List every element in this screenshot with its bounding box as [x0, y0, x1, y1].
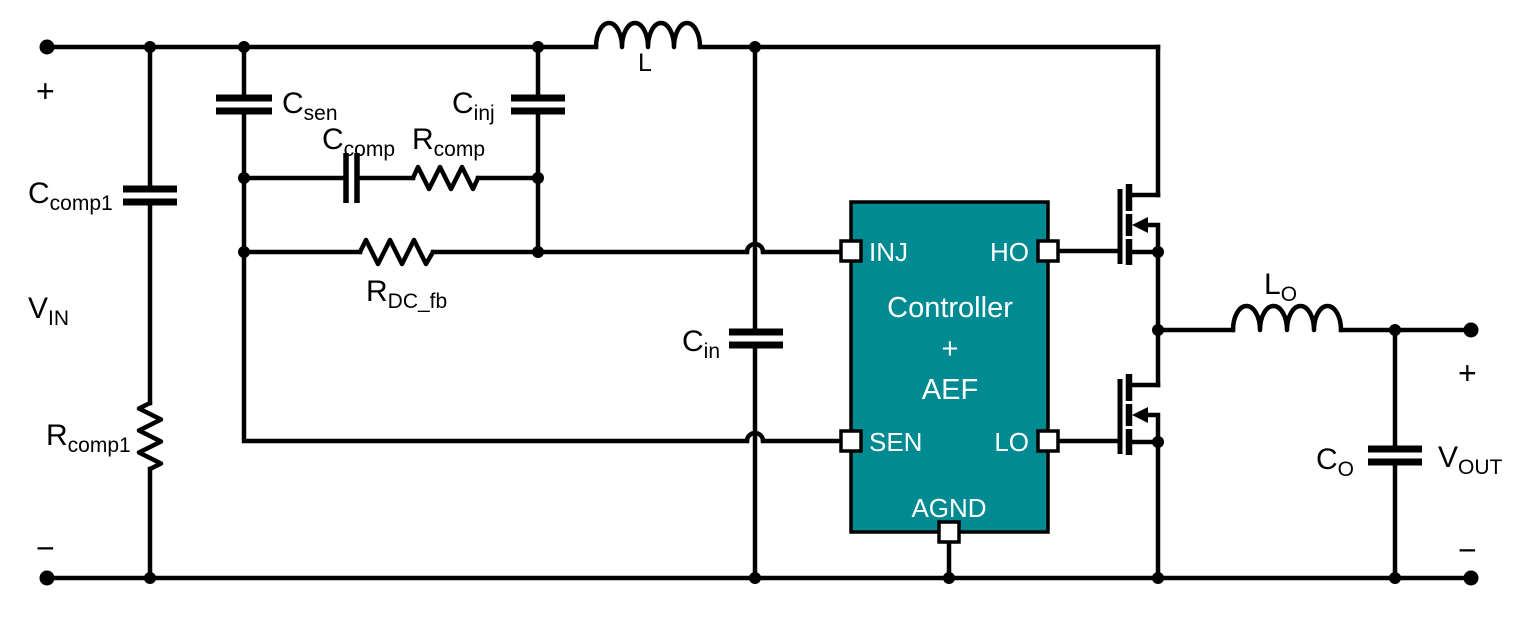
junction-dot	[1152, 436, 1164, 448]
cin-branch: Cin	[682, 44, 783, 581]
lo-label: LO	[1264, 268, 1297, 306]
sen-feed-wire	[241, 112, 750, 444]
junction-dot	[943, 572, 955, 584]
resistor-rdcfb	[357, 237, 436, 267]
vin-plus-sign: +	[36, 73, 55, 109]
junction-dot	[238, 172, 250, 184]
junction-dot	[238, 246, 250, 258]
vout-port: + VOUT −	[1438, 355, 1503, 568]
sense-branch: Csen	[216, 44, 844, 444]
capacitor-csen	[216, 94, 272, 115]
ccomp1-label: Ccomp1	[28, 177, 113, 215]
controller-aef-block: Controller + AEF INJ SEN HO LO AGND	[839, 200, 1060, 544]
capacitor-co	[1368, 445, 1422, 466]
pin-ho	[1036, 239, 1060, 263]
inductor-l: L	[593, 20, 703, 77]
junction-dot	[1389, 572, 1401, 584]
vin-port: + VIN −	[28, 73, 69, 566]
ccomp-rcomp-branch: Ccomp Rcomp	[241, 123, 541, 203]
inductor-l-coils	[593, 20, 703, 50]
vout-positive-terminal	[1463, 322, 1479, 338]
vout-minus-sign: −	[1458, 532, 1477, 568]
vin-negative-terminal	[39, 570, 55, 586]
switch-node-dot	[1152, 324, 1164, 336]
junction-dot	[144, 572, 156, 584]
junction-dot	[749, 572, 761, 584]
pin-ho-label: HO	[990, 237, 1029, 267]
rdcfb-branch: RDC_fb	[241, 237, 844, 313]
vout-label: VOUT	[1438, 441, 1503, 479]
output-stage: LO CO	[1155, 268, 1474, 581]
resistor-rcomp1	[136, 400, 164, 472]
inductor-l-label: L	[638, 49, 652, 77]
mosfet-body-arrow	[1132, 217, 1148, 233]
pin-agnd-label: AGND	[911, 493, 986, 523]
port-terminals	[39, 39, 1479, 586]
pin-inj	[839, 239, 863, 263]
capacitor-ccomp	[343, 153, 360, 203]
rcomp1-label: Rcomp1	[46, 419, 131, 457]
vin-positive-terminal	[39, 39, 55, 55]
low-side-mosfet	[1117, 327, 1161, 455]
vin-label: VIN	[28, 292, 69, 330]
pin-lo-label: LO	[994, 427, 1029, 457]
mosfet-body-arrow	[1132, 407, 1148, 423]
pin-sen	[839, 429, 863, 453]
capacitor-cin	[729, 328, 783, 349]
junction-dot	[144, 41, 156, 53]
rcomp-label: Rcomp	[412, 123, 485, 161]
capacitor-ccomp1	[123, 185, 177, 206]
junction-dot	[1152, 572, 1164, 584]
vout-plus-sign: +	[1458, 355, 1477, 391]
inductor-lo-coils	[1230, 303, 1344, 333]
capacitor-cinj	[511, 94, 565, 115]
vin-compensation-branch: Ccomp1 Rcomp1	[28, 44, 177, 581]
junction-dot	[1152, 246, 1164, 258]
junction-dot	[532, 172, 544, 184]
controller-title-line3: AEF	[922, 374, 978, 406]
pin-inj-label: INJ	[869, 237, 908, 267]
junction-dot	[532, 41, 544, 53]
cin-label: Cin	[682, 325, 720, 363]
ccomp-label: Ccomp	[322, 123, 395, 161]
vout-negative-terminal	[1463, 570, 1479, 586]
top-rail	[44, 44, 1161, 198]
pin-sen-label: SEN	[869, 427, 922, 457]
resistor-rcomp	[410, 164, 481, 192]
vin-minus-sign: −	[36, 530, 55, 566]
junction-dot	[238, 41, 250, 53]
rdcfb-label: RDC_fb	[366, 275, 447, 313]
junction-dot	[532, 246, 544, 258]
controller-title-line2: +	[942, 333, 959, 365]
csen-label: Csen	[282, 87, 338, 125]
high-side-mosfet	[1117, 184, 1161, 265]
pin-agnd	[937, 520, 961, 544]
junction-dot	[749, 41, 761, 53]
junction-dot	[1389, 324, 1401, 336]
junction-dots	[144, 41, 1401, 584]
co-label: CO	[1316, 443, 1354, 481]
cinj-label: Cinj	[452, 87, 495, 125]
injection-branch: Cinj	[452, 44, 565, 255]
pin-lo	[1036, 429, 1060, 453]
controller-title-line1: Controller	[887, 292, 1013, 324]
